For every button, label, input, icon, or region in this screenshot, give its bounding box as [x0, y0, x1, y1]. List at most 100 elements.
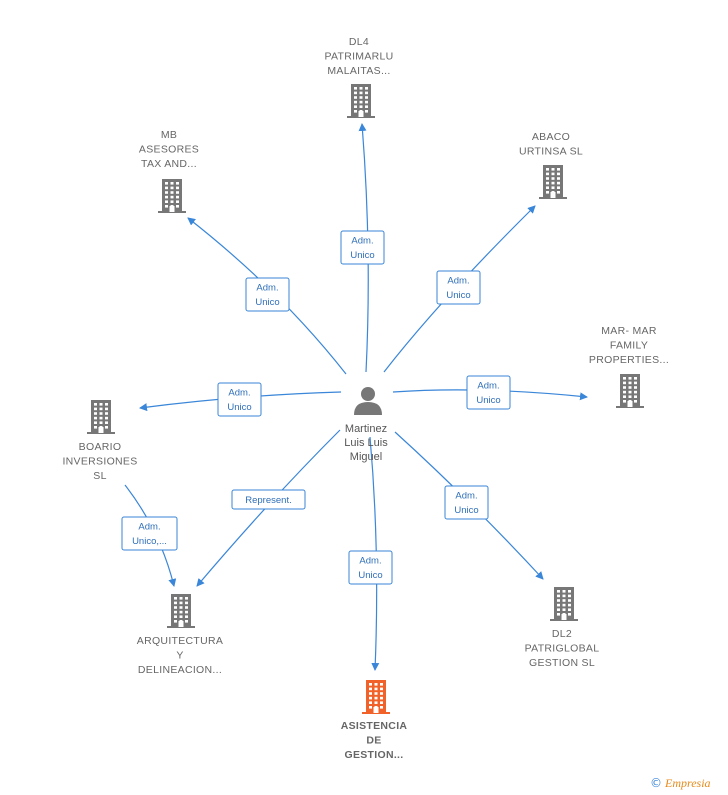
- building-icon: [158, 179, 186, 213]
- company-name-boario-line: SL: [93, 470, 106, 482]
- edge-label-text-line: Adm.: [138, 522, 160, 533]
- company-node-arquitectura[interactable]: ARQUITECTURA Y DELINEACION...: [137, 594, 223, 676]
- edge-label-arquitectura[interactable]: Adm. Unico,...: [121, 516, 178, 551]
- company-node-mb[interactable]: MB ASESORES TAX AND...: [139, 129, 199, 213]
- building-icon: [550, 587, 578, 621]
- edge-label-box: [121, 516, 178, 551]
- edge-label-box: [231, 489, 306, 510]
- company-name-mb-line: MB: [161, 129, 177, 141]
- company-name-abaco-line: ABACO: [532, 131, 570, 143]
- edge-label-text: Adm. Unico: [358, 556, 382, 582]
- edge-label-box: [436, 270, 481, 305]
- building-icon: [347, 84, 375, 118]
- edge-label-box: [245, 277, 290, 312]
- edge-label-text-line: Unico: [454, 505, 478, 516]
- brand-name: Empresia: [665, 776, 711, 790]
- edge-label-text-line: Adm.: [455, 491, 477, 502]
- company-name-marmar-line: FAMILY: [610, 340, 648, 352]
- company-name-boario-line: INVERSIONES: [62, 456, 137, 468]
- edge-label-text-line: Unico: [446, 290, 470, 301]
- edge-label-text-line: Represent.: [245, 495, 291, 506]
- edge-label-text: Adm. Unico: [227, 388, 251, 414]
- edge-label-text: Adm. Unico,...: [132, 522, 167, 548]
- company-name-dl4-line: MALAITAS...: [327, 65, 390, 77]
- company-name-abaco: ABACO URTINSA SL: [519, 131, 583, 158]
- edge-label-text-line: Adm.: [228, 388, 250, 399]
- company-name-marmar: MAR- MAR FAMILY PROPERTIES...: [589, 325, 669, 366]
- edge-label-text-line: Unico: [350, 250, 374, 261]
- edge-label-boario[interactable]: Adm. Unico: [217, 382, 262, 417]
- company-name-dl4-line: DL4: [349, 36, 369, 48]
- company-name-arquitectura-line: Y: [176, 650, 183, 662]
- edge-label-box: [348, 550, 393, 585]
- edge-label-marmar[interactable]: Adm. Unico: [466, 375, 511, 410]
- edge-label-mb[interactable]: Adm. Unico: [245, 277, 290, 312]
- building-icon: [539, 165, 567, 199]
- building-icon: [167, 594, 195, 628]
- company-name-dl2-line: DL2: [552, 628, 572, 640]
- company-name-arquitectura: ARQUITECTURA Y DELINEACION...: [137, 635, 223, 676]
- edge-label-text-line: Adm.: [447, 276, 469, 287]
- company-name-dl2-line: PATRIGLOBAL: [525, 643, 600, 655]
- building-icon: [362, 680, 390, 714]
- building-icon: [87, 400, 115, 434]
- edge-label-box: [217, 382, 262, 417]
- edge-label-text: Adm. Unico: [350, 236, 374, 262]
- person-icon: [354, 387, 382, 415]
- building-icon: [616, 374, 644, 408]
- center-person-name-line: Miguel: [350, 451, 382, 463]
- edge-label-box: [444, 485, 489, 520]
- center-person-name-line: Luis Luis: [344, 437, 388, 449]
- edge-label-text-line: Unico: [255, 297, 279, 308]
- edge-label-text-line: Adm.: [359, 556, 381, 567]
- center-person-name-line: Martinez: [345, 423, 387, 435]
- company-name-dl4-line: PATRIMARLU: [324, 51, 393, 63]
- edge-label-text: Adm. Unico: [454, 491, 478, 517]
- edge-label-asistencia[interactable]: Adm. Unico: [348, 550, 393, 585]
- edge-label-arquitectura[interactable]: Represent.: [231, 489, 306, 510]
- company-name-mb-line: TAX AND...: [141, 158, 197, 170]
- company-node-marmar[interactable]: MAR- MAR FAMILY PROPERTIES...: [589, 325, 669, 408]
- company-name-boario-line: BOARIO: [79, 441, 122, 453]
- edge-label-text: Represent.: [245, 495, 291, 506]
- company-node-abaco[interactable]: ABACO URTINSA SL: [519, 131, 583, 199]
- company-name-marmar-line: PROPERTIES...: [589, 354, 669, 366]
- edge-label-text-line: Unico: [227, 402, 251, 413]
- edge-label-abaco[interactable]: Adm. Unico: [436, 270, 481, 305]
- company-name-asistencia-line: GESTION...: [344, 749, 403, 761]
- company-name-asistencia-line: DE: [366, 735, 381, 747]
- edge-label-text-line: Unico: [476, 395, 500, 406]
- edge-label-dl4[interactable]: Adm. Unico: [340, 230, 385, 265]
- edge-label-text-line: Unico,...: [132, 536, 167, 547]
- edge-label-text-line: Adm.: [351, 236, 373, 247]
- company-name-mb-line: ASESORES: [139, 144, 199, 156]
- company-name-dl2-line: GESTION SL: [529, 657, 595, 669]
- edge-label-text: Adm. Unico: [446, 276, 470, 302]
- company-name-boario: BOARIO INVERSIONES SL: [62, 441, 137, 482]
- edge-label-dl2[interactable]: Adm. Unico: [444, 485, 489, 520]
- edge-label-text-line: Adm.: [477, 381, 499, 392]
- company-name-abaco-line: URTINSA SL: [519, 146, 583, 158]
- company-name-marmar-line: MAR- MAR: [601, 325, 657, 337]
- edge-label-box: [340, 230, 385, 265]
- edge-label-text-line: Adm.: [256, 283, 278, 294]
- edge-label-text-line: Unico: [358, 570, 382, 581]
- company-node-boario[interactable]: BOARIO INVERSIONES SL: [62, 400, 137, 482]
- company-name-arquitectura-line: DELINEACION...: [138, 664, 222, 676]
- company-name-arquitectura-line: ARQUITECTURA: [137, 635, 223, 647]
- edge-label-text: Adm. Unico: [255, 283, 279, 309]
- edge-label-text: Adm. Unico: [476, 381, 500, 407]
- company-name-mb: MB ASESORES TAX AND...: [139, 129, 199, 170]
- brand-watermark: ©Empresia: [650, 776, 711, 791]
- copyright-symbol: ©: [650, 776, 662, 790]
- edge-label-box: [466, 375, 511, 410]
